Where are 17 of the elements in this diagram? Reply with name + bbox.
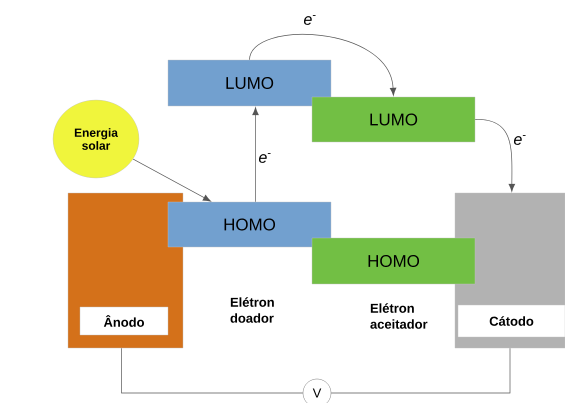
arrow (249, 34, 396, 96)
edge-label: e$^{-}$ (257, 152, 273, 164)
arrow (132, 158, 211, 202)
level-box: LUMO (312, 96, 476, 142)
level-box: LUMO (168, 60, 332, 106)
caption-text: Elétron aceitador (370, 303, 428, 329)
level-box: HOMO (312, 238, 476, 284)
electrode-label: Ânodo (80, 306, 168, 336)
wire (330, 348, 510, 394)
arrow (252, 107, 259, 202)
edge-label: e$^{-}$ (302, 14, 318, 26)
caption-text: Elétron doador (230, 297, 274, 323)
wire (121, 348, 304, 394)
edge-label: e$^{-}$ (512, 134, 528, 146)
level-box: HOMO (168, 202, 332, 248)
electrode-label: Cátodo (458, 304, 565, 338)
arrow (474, 119, 516, 192)
